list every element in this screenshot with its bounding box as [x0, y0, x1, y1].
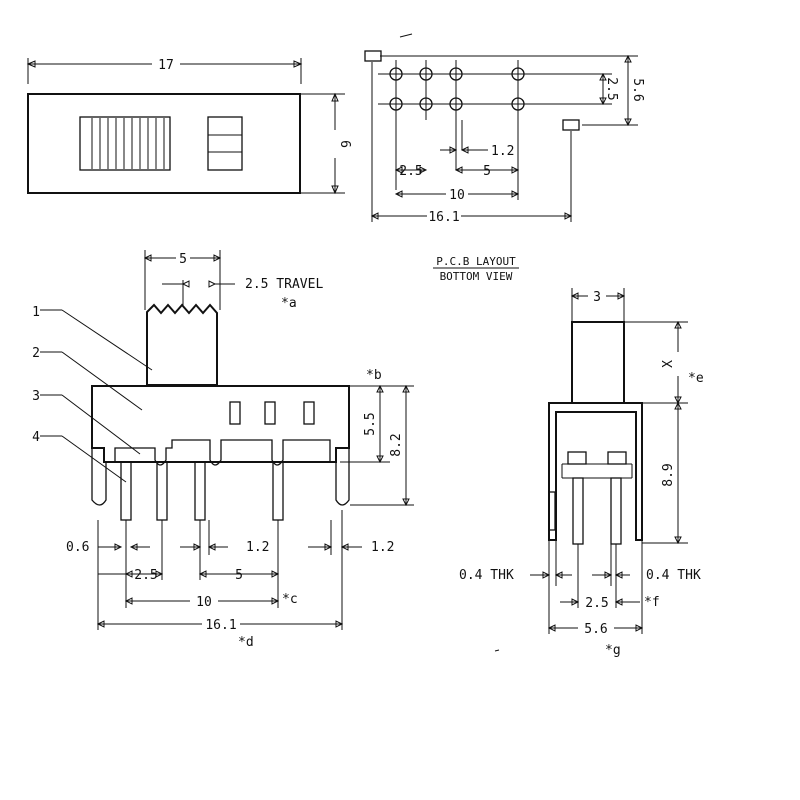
pin-width-label: 0.6: [66, 540, 89, 555]
pcb-layout-subtitle: BOTTOM VIEW: [440, 270, 513, 283]
thickness-left-label: 0.4 THK: [459, 568, 514, 583]
front-pin-spacing-label: 5: [235, 568, 243, 583]
side-actuator-height-label: X: [661, 360, 676, 368]
pcb-overall-label: 16.1: [428, 210, 459, 225]
callout-3: 3: [32, 389, 40, 404]
pin-hole: [419, 97, 433, 111]
note-c: *c: [282, 592, 298, 607]
pin-hole: [511, 97, 525, 111]
top-width-label: 17: [158, 58, 174, 73]
front-pitch-label: 2.5: [134, 568, 157, 583]
side-view: 3 X *e 8.9 0.4 THK 0.4 THK: [459, 288, 704, 658]
contact-block: [567, 451, 587, 465]
note-f: *f: [644, 595, 660, 610]
callout-4: 4: [32, 430, 40, 445]
terminal-pin: [156, 461, 168, 521]
pin-hole: [449, 67, 463, 81]
side-frame: [548, 402, 643, 541]
side-actuator-width-label: 3: [593, 290, 601, 305]
pcb-pin-spacing-label: 5: [483, 164, 491, 179]
pcb-layout: 2.5 5.6 1.2 2.5 5 10 16.1 P.C.B LAYOUT B…: [364, 33, 645, 283]
pin-hole: [389, 97, 403, 111]
pcb-tab-spacing-label: 5.6: [630, 78, 645, 101]
pin-hole: [419, 67, 433, 81]
mount-pad-left: [364, 50, 382, 62]
side-overall-label: 5.6: [584, 622, 607, 637]
body-height-label: 5.5: [363, 412, 378, 435]
front-view: 5 2.5 TRAVEL *a 1 2 3 4 *b: [32, 250, 414, 650]
contact-block: [607, 451, 627, 465]
pin-hole: [389, 67, 403, 81]
note-a: *a: [281, 296, 297, 311]
pcb-row-spacing-label: 2.5: [604, 77, 619, 100]
speck: [494, 649, 500, 652]
front-overall-label: 16.1: [205, 618, 236, 633]
terminal-pin: [120, 461, 132, 521]
offset-left-label: 1.2: [246, 540, 269, 555]
pcb-layout-title: P.C.B LAYOUT: [436, 255, 516, 268]
pin-hole: [449, 97, 463, 111]
pin-hole: [511, 67, 525, 81]
note-e: *e: [688, 371, 704, 386]
actuator-width-label: 5: [179, 252, 187, 267]
window-slot: [229, 401, 241, 425]
side-body-height-label: 8.9: [661, 463, 676, 486]
window-slot: [264, 401, 276, 425]
top-height-label: 6: [337, 140, 352, 148]
note-b: *b: [366, 368, 382, 383]
note-g: *g: [605, 643, 621, 658]
side-actuator: [571, 321, 625, 405]
pcb-center-label: 10: [449, 188, 465, 203]
slide-actuator: [146, 303, 218, 386]
slot-window: [207, 116, 243, 171]
pcb-pitch-label: 2.5: [399, 164, 422, 179]
slider-knob: [79, 116, 171, 171]
callout-1: 1: [32, 305, 40, 320]
pcb-offset-label: 1.2: [491, 144, 514, 159]
mount-pad-right: [562, 119, 580, 131]
left-mount-tab: [91, 448, 107, 506]
right-mount-tab: [335, 448, 350, 506]
terminal-pin: [194, 461, 206, 521]
travel-label: 2.5 TRAVEL: [245, 277, 323, 292]
callout-2: 2: [32, 346, 40, 361]
side-pitch-label: 2.5: [585, 596, 608, 611]
total-height-label: 8.2: [389, 433, 404, 456]
side-pin: [572, 477, 584, 545]
terminal-pin: [272, 461, 284, 521]
window-slot: [303, 401, 315, 425]
top-view: 17 6: [26, 58, 352, 195]
side-tab-edge: [548, 491, 556, 531]
terminal-frame: [114, 439, 331, 466]
front-center-label: 10: [196, 595, 212, 610]
offset-right-label: 1.2: [371, 540, 394, 555]
thickness-right-label: 0.4 THK: [646, 568, 701, 583]
side-pin: [610, 477, 622, 545]
note-d: *d: [238, 635, 254, 650]
